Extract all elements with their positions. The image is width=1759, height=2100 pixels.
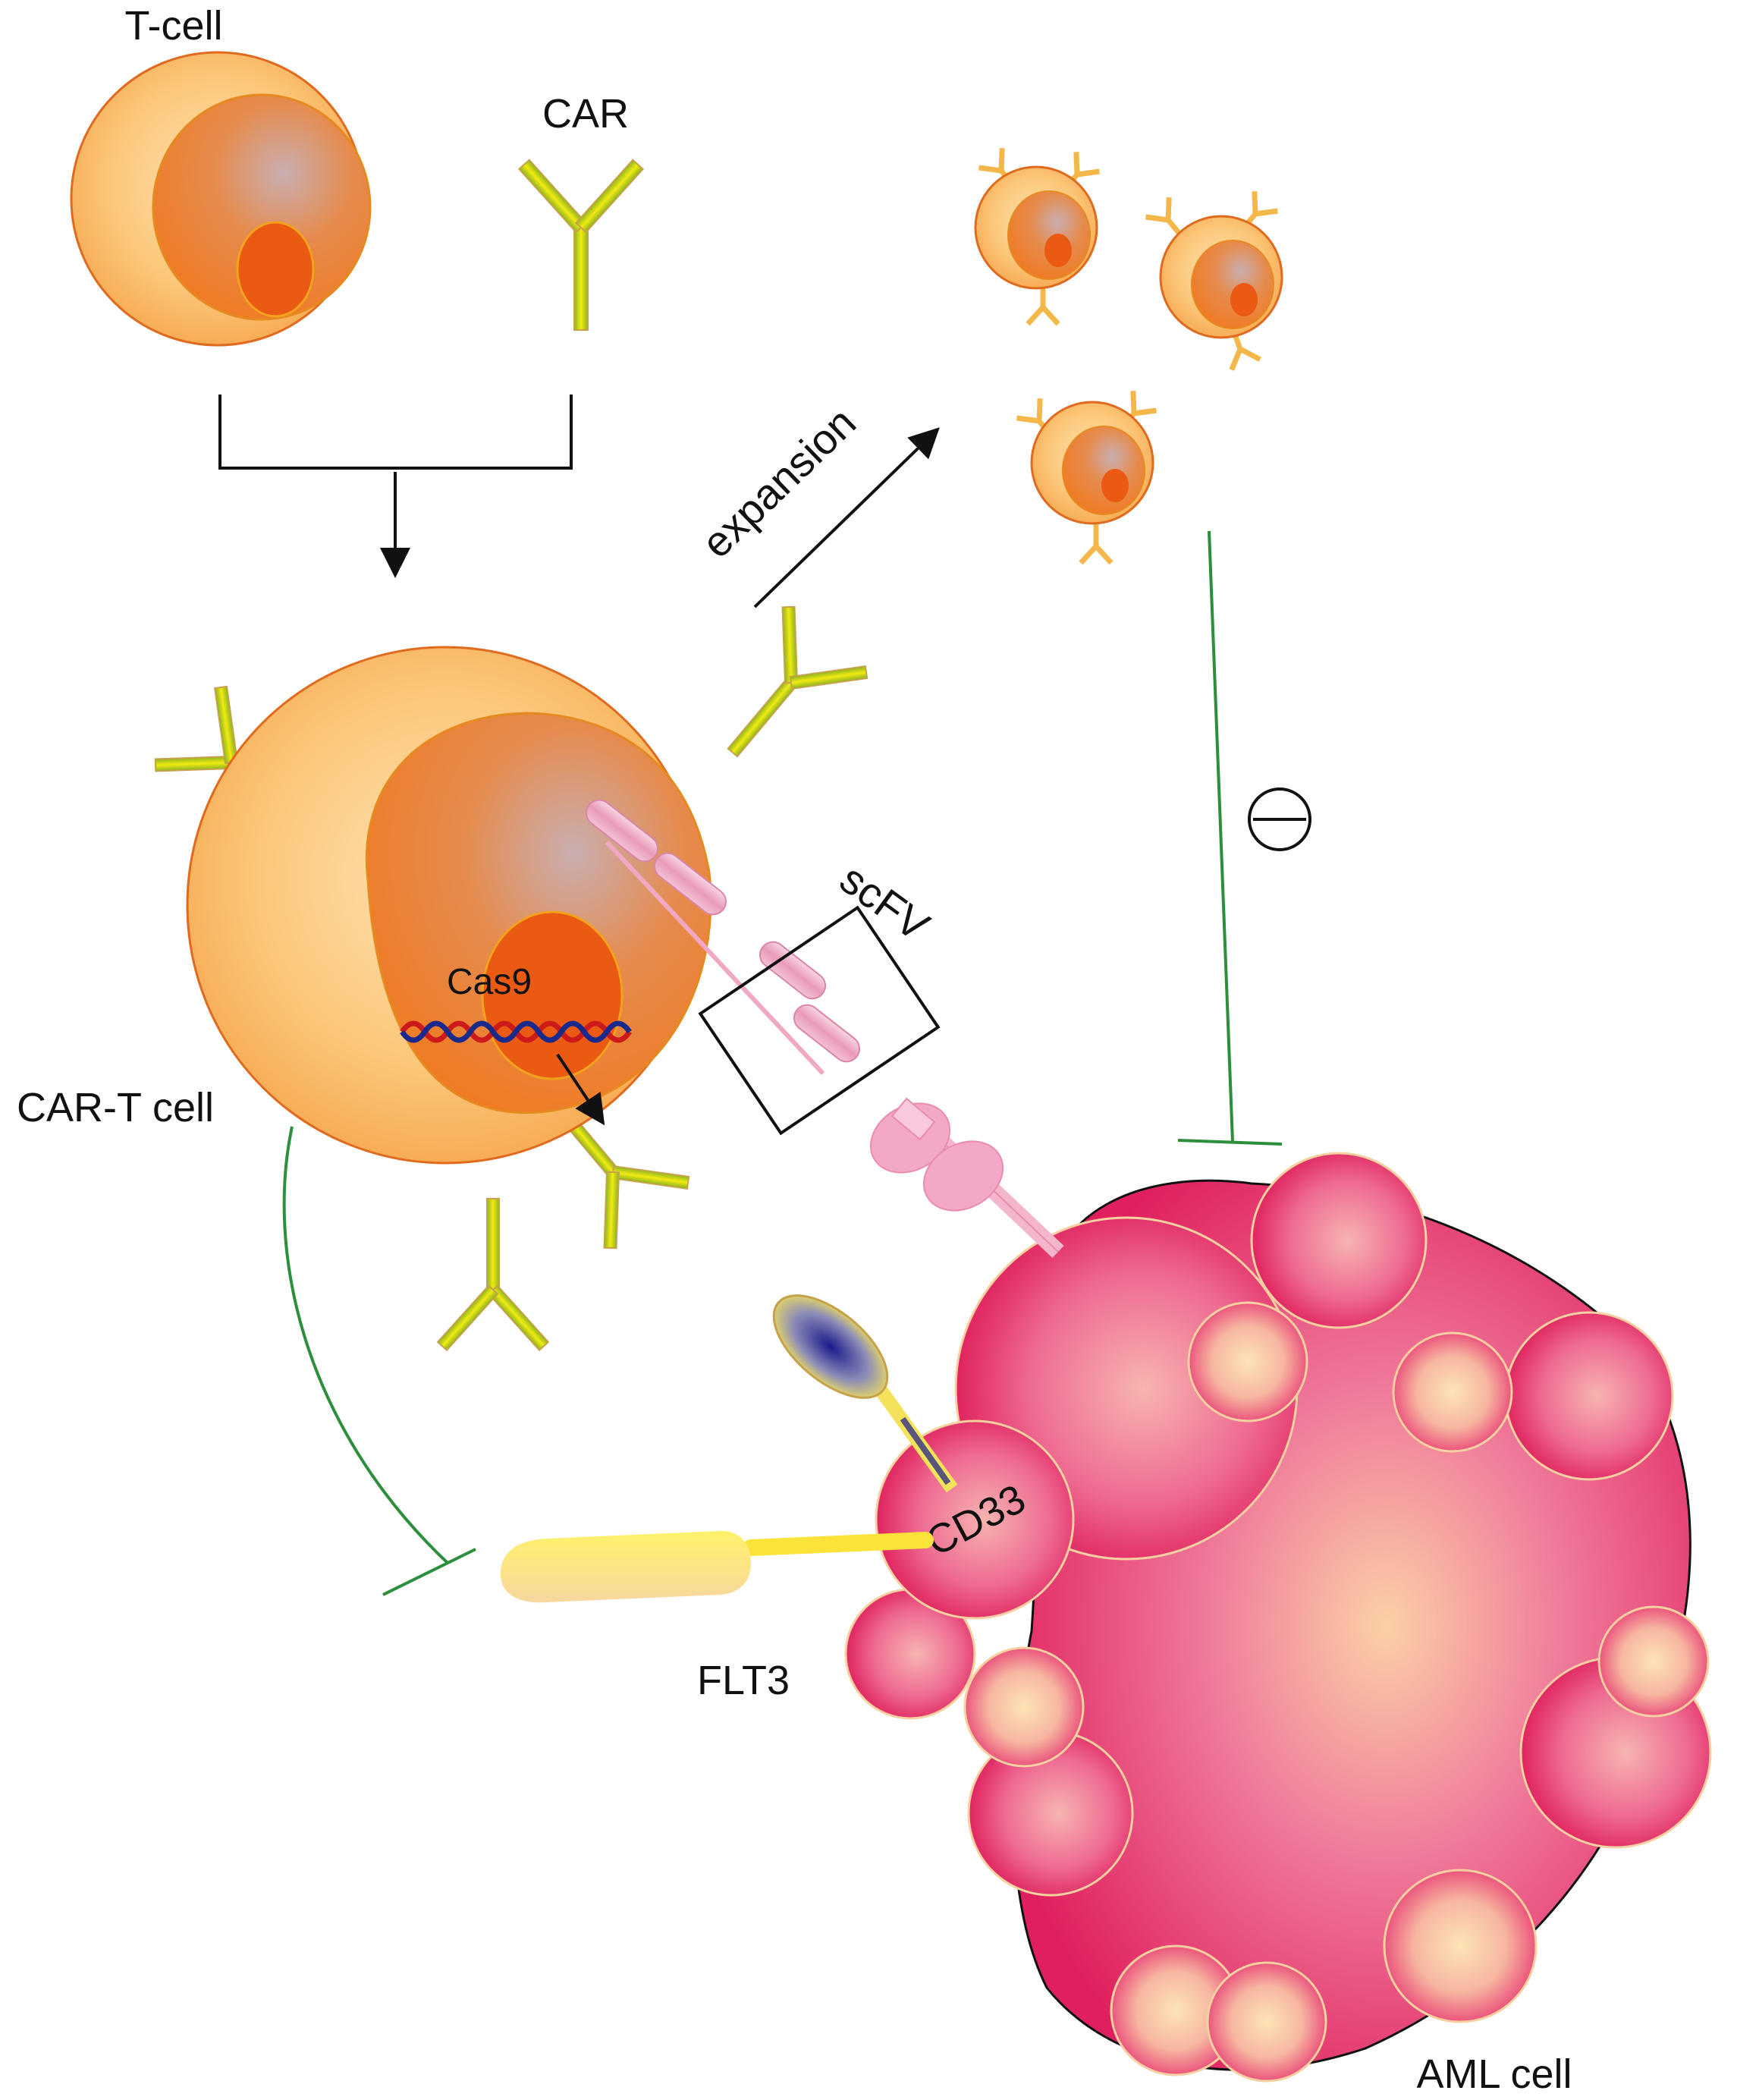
cas9-label: Cas9 — [447, 962, 532, 1002]
t-cell — [70, 51, 372, 347]
car-t-cell-label: CAR-T cell — [17, 1085, 214, 1130]
inhibition-line-right — [1177, 530, 1283, 1146]
t-cell-label: T-cell — [124, 3, 222, 49]
expansion-label: expansion — [693, 398, 865, 567]
expanded-car-t-cell-2 — [1146, 191, 1283, 369]
expansion-arrow — [753, 427, 940, 608]
minus-circle-icon — [1248, 788, 1311, 851]
cas9-dna-helix-icon — [400, 1020, 632, 1043]
car-construct — [586, 799, 861, 1076]
inhibition-line-left — [282, 1126, 476, 1596]
scfv-label: scFV — [831, 854, 938, 950]
flt3-label: FLT3 — [697, 1658, 790, 1703]
scfv-box — [698, 905, 941, 1136]
car-receptor-large-bottom — [437, 1198, 549, 1351]
car-label: CAR — [542, 91, 629, 137]
car-receptor-large-top — [689, 600, 874, 789]
expanded-car-t-cell-1 — [974, 148, 1099, 324]
antigen-receptor — [869, 1097, 1064, 1258]
aml-cell — [844, 1152, 1712, 2083]
cas9-arrow — [556, 1053, 605, 1126]
car-t-cell — [186, 646, 712, 1165]
car-receptor-icon — [517, 159, 645, 331]
aml-cell-label: AML cell — [1416, 2051, 1572, 2097]
flt3-receptor — [501, 1530, 934, 1603]
combine-bracket — [218, 395, 573, 578]
cd33-ligand-icon — [772, 1294, 958, 1493]
expanded-car-t-cell-3 — [1017, 391, 1157, 563]
